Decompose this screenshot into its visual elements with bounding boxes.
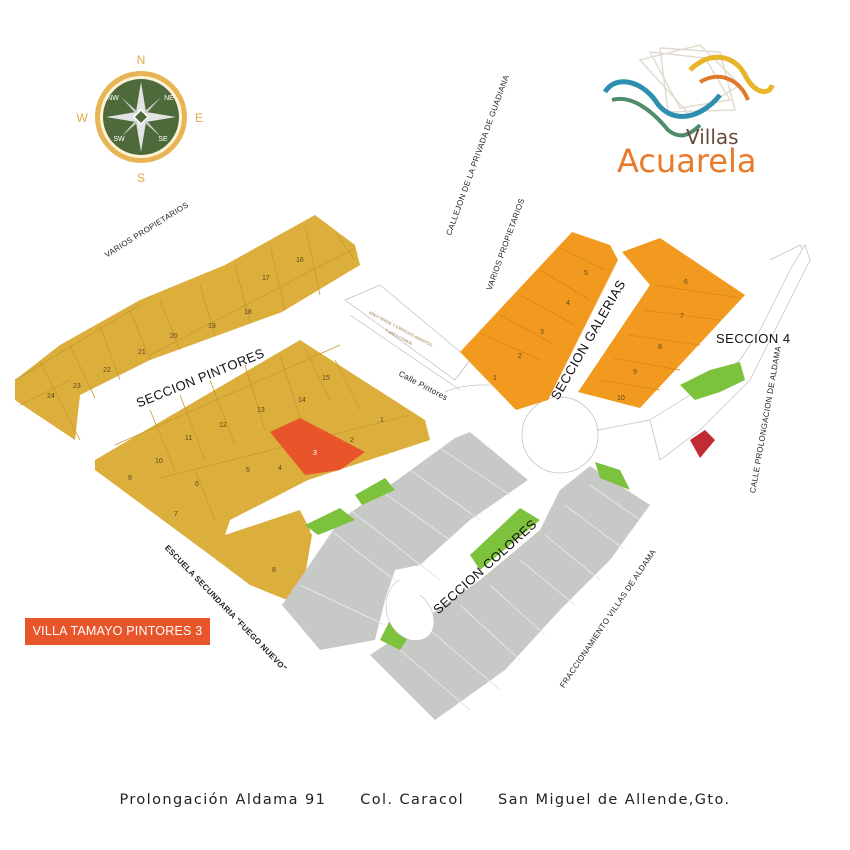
brand-line1: Villas [686, 125, 739, 149]
lot-label: 11 [185, 435, 192, 442]
lot-label: 9 [633, 369, 637, 376]
lot-label: 1 [493, 375, 497, 382]
lot-label: 5 [584, 270, 588, 277]
lot-label: 19 [208, 323, 216, 330]
seccion-colores: SECCION COLORES [282, 432, 650, 720]
lot-label: 4 [278, 465, 282, 472]
lot-label: 1 [380, 417, 384, 424]
galerias-west-block [460, 232, 618, 410]
colores-west-block [282, 432, 528, 650]
callejon-label: CALLEJON DE LA PRIVADA DE GUADIANA [444, 73, 511, 236]
lot-label: 6 [195, 481, 199, 488]
footer-city: San Miguel de Allende,Gto. [498, 792, 731, 808]
lot-label: 7 [174, 511, 178, 518]
compass-s-label: S [137, 171, 145, 185]
lot-label: 3 [540, 329, 544, 336]
lot-label: 20 [170, 333, 178, 340]
highlighted-lot-villa-tamayo[interactable] [270, 418, 365, 475]
lot-label: 12 [219, 422, 227, 429]
lot-label: 5 [246, 467, 250, 474]
footer-street: Prolongación Aldama 91 [119, 792, 327, 808]
footer-address: Prolongación Aldama 91 Col. Caracol San … [0, 792, 850, 808]
footer-colonia: Col. Caracol [360, 792, 465, 808]
lot-label: 14 [298, 397, 306, 404]
seccion-4-marker [690, 430, 715, 458]
villas-acuarela-logo: Villas Acuarela [602, 44, 775, 180]
compass-sw-label: SW [113, 136, 125, 143]
lot-label: 8 [658, 344, 662, 351]
compass-se-label: SE [158, 136, 168, 143]
lot-label: 15 [322, 375, 330, 382]
lot-label: 6 [684, 279, 688, 286]
varios-propietarios-west-label: VARIOS PROPIETARIOS [103, 200, 190, 259]
lot-label: 21 [138, 349, 146, 356]
lot-label: 17 [262, 275, 270, 282]
galerias-east-block [578, 238, 745, 408]
brand-line2: Acuarela [617, 142, 756, 180]
compass-n-label: N [137, 53, 146, 67]
seccion-4-area: SECCION 4 [649, 244, 811, 461]
lot-label: 4 [566, 300, 570, 307]
pintores-lot-8 [228, 515, 312, 605]
compass-e-label: E [195, 111, 203, 125]
pintores-south-block [95, 340, 430, 605]
compass-rose-icon: NW NE SW SE N S E W [76, 53, 203, 185]
lot-label: 2 [350, 437, 354, 444]
compass-w-label: W [76, 111, 88, 125]
lot-label: 10 [617, 395, 625, 402]
lot-label: 10 [155, 458, 163, 465]
compass-ne-label: NE [164, 95, 174, 102]
seccion-galerias: 1 2 3 4 5 10 9 8 7 6 SECCION GALERIAS [460, 232, 745, 410]
varios-propietarios-north-label: VARIOS PROPIETARIOS [485, 197, 527, 291]
lot-label: 24 [47, 393, 55, 400]
calle-pintores-label: Calle Pintores [397, 369, 449, 402]
lot-label: 13 [257, 407, 265, 414]
area-verde-label: AREA VERDE Y ESPACIOS ABIERTOS [368, 310, 434, 348]
lot-label: 8 [272, 567, 276, 574]
lot-label: 9 [128, 475, 132, 482]
pintores-north-block [15, 215, 360, 440]
lot-label: 3 [313, 450, 317, 457]
seccion-4-label: SECCION 4 [716, 331, 791, 346]
villa-tamayo-tag: VILLA TAMAYO PINTORES 3 [25, 618, 210, 645]
lot-label: 18 [244, 309, 252, 316]
lot-label: 16 [296, 257, 304, 264]
lot-label: 22 [103, 367, 111, 374]
lot-label: 7 [680, 313, 684, 320]
compass-nw-label: NW [107, 95, 119, 102]
lot-label: 2 [518, 353, 522, 360]
lot-label: 23 [73, 383, 81, 390]
colores-east-block [370, 466, 650, 720]
